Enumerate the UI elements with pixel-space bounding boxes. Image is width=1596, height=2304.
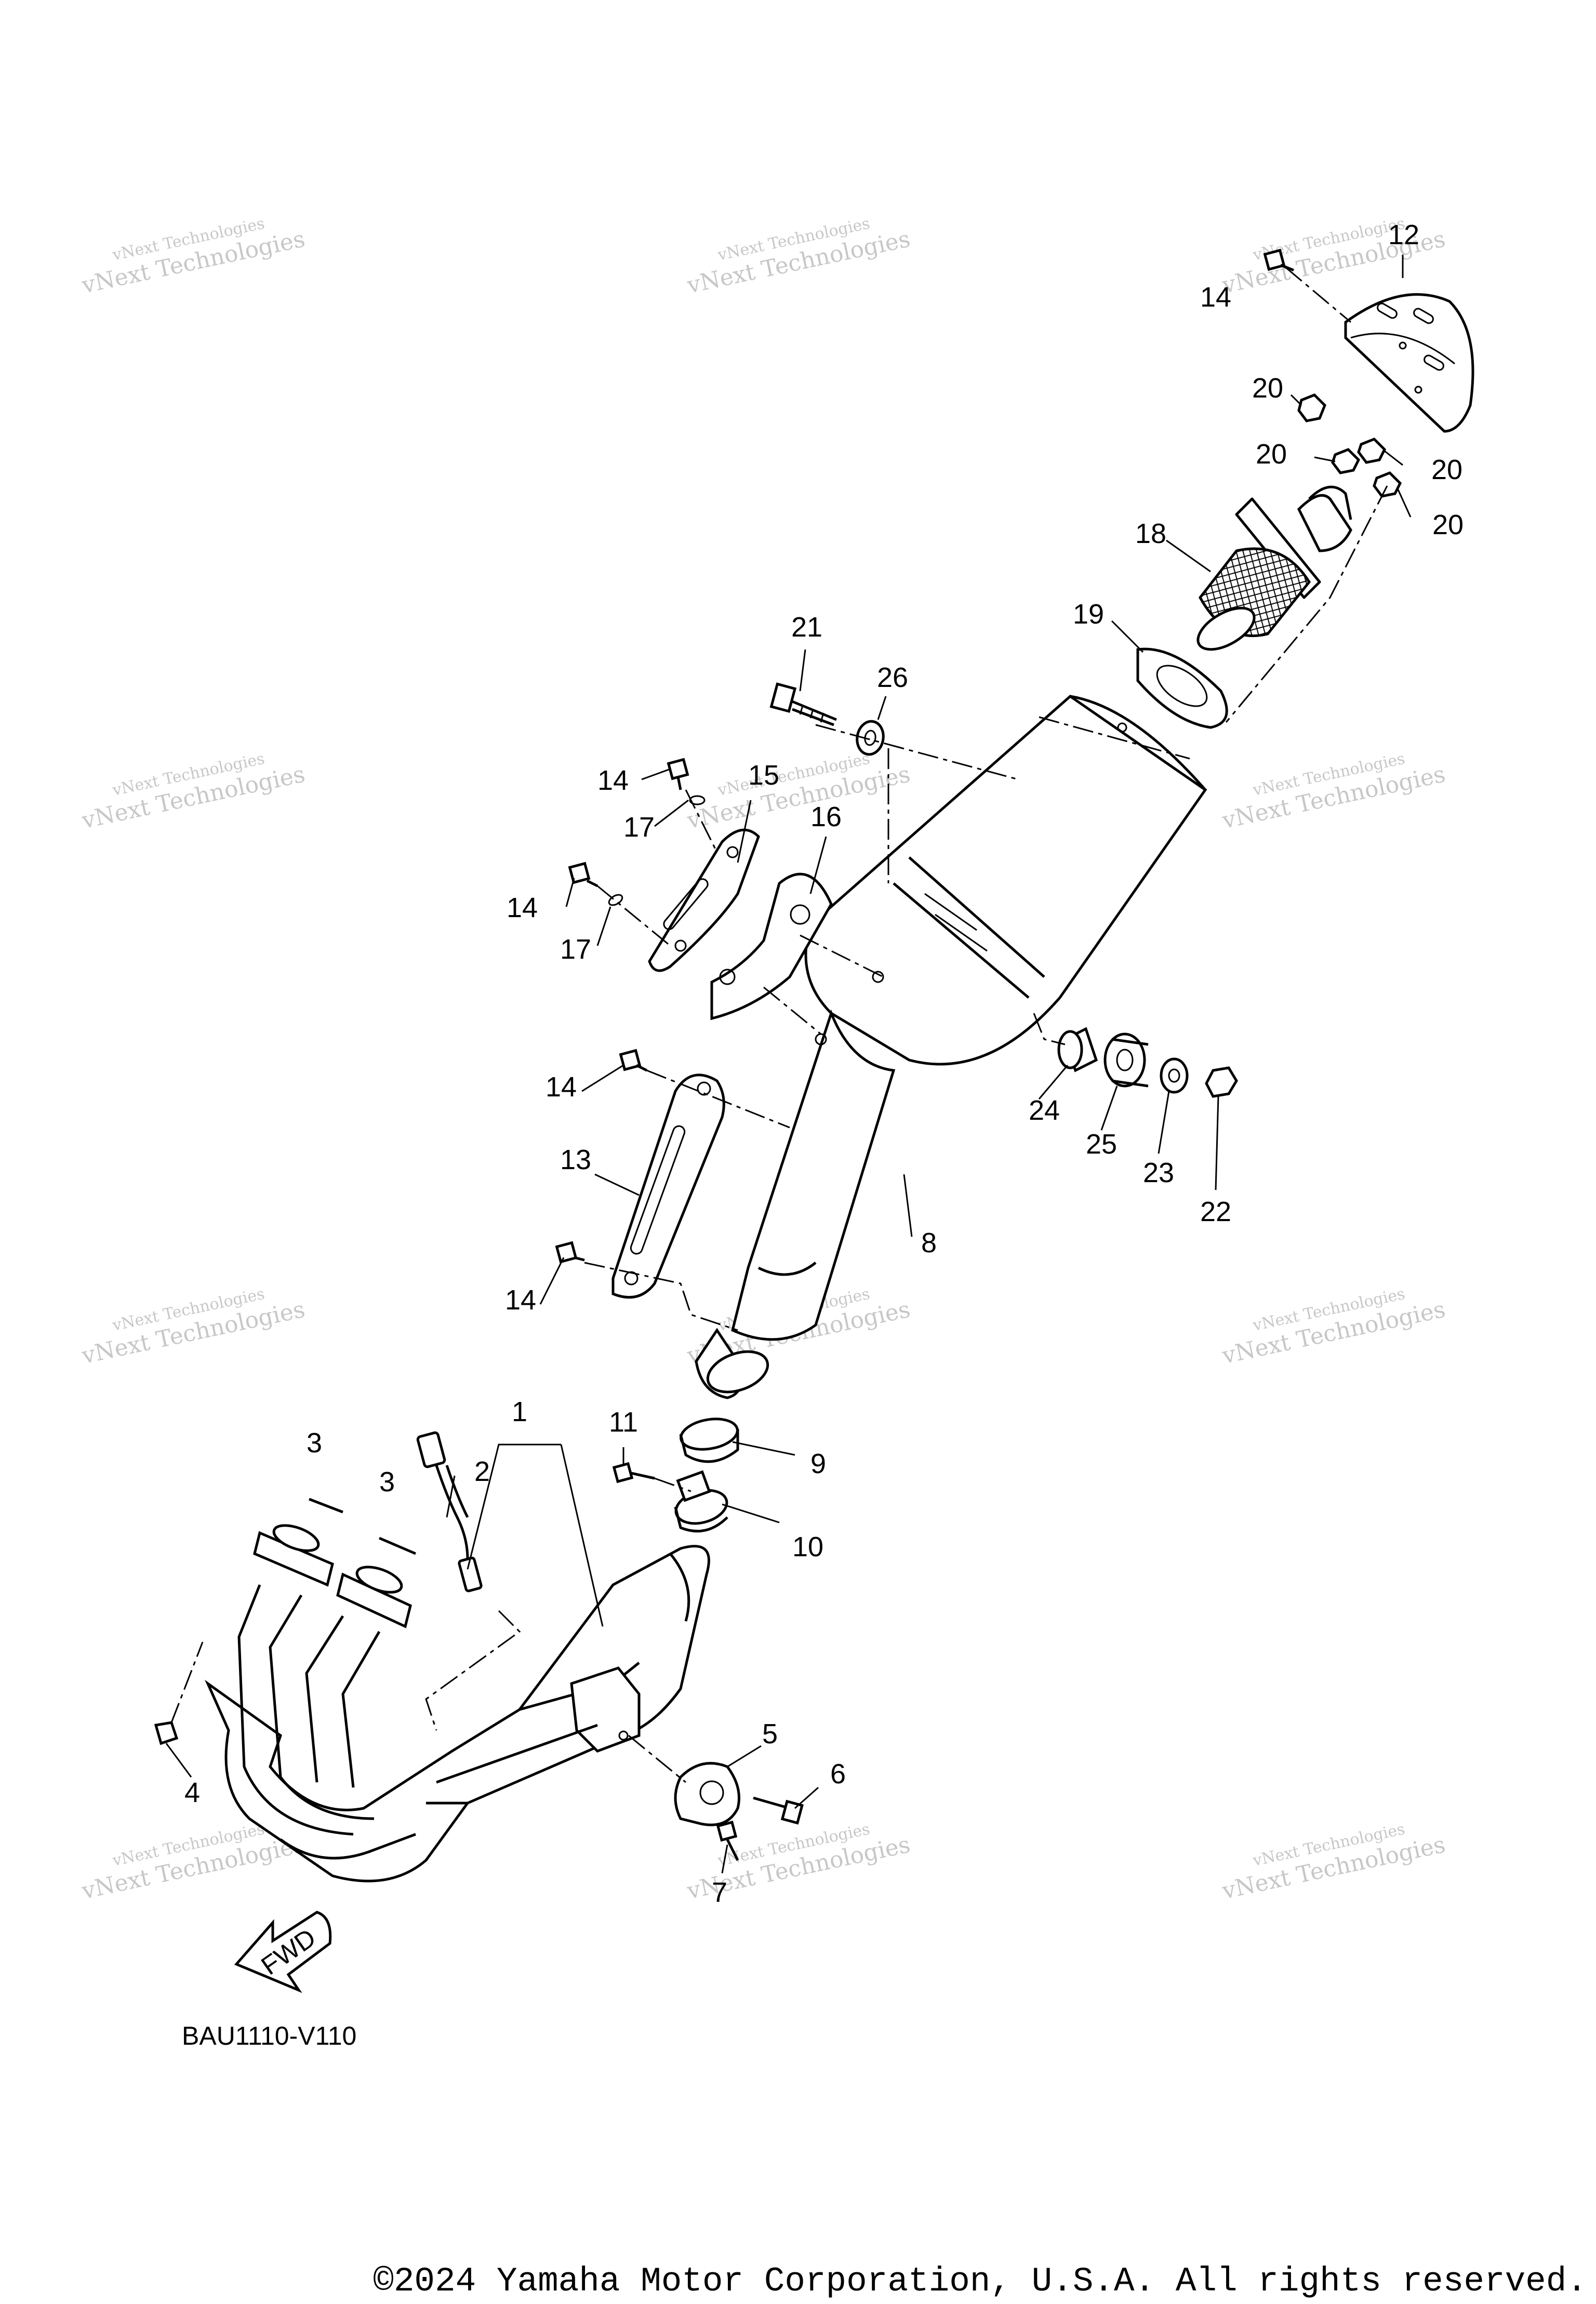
callout-7: 7 — [712, 1877, 727, 1908]
grommet-part-25 — [1103, 1032, 1149, 1088]
callout-22: 22 — [1200, 1196, 1231, 1227]
bolt-part-21 — [769, 682, 837, 726]
callout-18: 18 — [1135, 518, 1166, 549]
callout-5: 5 — [762, 1718, 778, 1750]
watermark: vNext Technologies vNext Technologies — [1219, 1820, 1447, 1905]
callout-12: 12 — [1388, 219, 1419, 250]
callout-1: 1 — [512, 1396, 527, 1427]
washer-part-17-a — [689, 795, 706, 805]
callout-25: 25 — [1086, 1129, 1117, 1160]
callout-21: 21 — [791, 612, 822, 643]
callout-2: 2 — [474, 1456, 490, 1487]
clamp-part-10 — [674, 1470, 728, 1533]
washer-part-17-b — [608, 894, 623, 906]
nut-part-22 — [1205, 1066, 1238, 1098]
callouts: 12 14 20 20 20 20 18 19 21 26 14 15 17 1… — [184, 219, 1464, 1908]
screw-part-14-b — [667, 758, 689, 790]
bolt-part-6 — [753, 1796, 804, 1825]
forward-direction-arrow: FWD — [234, 1911, 332, 1993]
gasket-part-9 — [679, 1418, 739, 1463]
assembly-lines — [170, 267, 1388, 1783]
diagram-code: BAU1110-V110 — [182, 2021, 356, 2050]
callout-16: 16 — [810, 801, 842, 832]
callout-3: 3 — [307, 1427, 322, 1459]
gasket-part-3-a — [309, 1498, 343, 1514]
callout-20: 20 — [1252, 373, 1283, 404]
callout-23: 23 — [1143, 1157, 1174, 1188]
watermark: vNext Technologies vNext Technologies — [1219, 750, 1447, 835]
callout-20: 20 — [1431, 454, 1462, 485]
screw-part-14-d — [619, 1049, 648, 1072]
callout-9: 9 — [810, 1448, 826, 1479]
watermark: vNext Technologies vNext Technologies — [79, 215, 307, 299]
muffler-part-8 — [695, 694, 1207, 1399]
screw-part-14-a — [1263, 248, 1294, 272]
callout-24: 24 — [1029, 1095, 1060, 1126]
callout-17: 17 — [560, 934, 591, 965]
nut-part-4 — [154, 1721, 179, 1745]
copyright-notice: ©2024 Yamaha Motor Corporation, U.S.A. A… — [373, 2262, 1587, 2301]
nut-part-20-c — [1357, 438, 1387, 464]
callout-14: 14 — [507, 892, 538, 923]
bolt-part-7 — [716, 1820, 739, 1861]
collar-part-24 — [1057, 1027, 1098, 1072]
nut-part-20-a — [1297, 393, 1326, 422]
callout-11: 11 — [609, 1407, 638, 1438]
end-cap-part-12 — [1344, 293, 1474, 433]
screw-part-14-e — [555, 1241, 585, 1264]
watermark: vNext Technologies vNext Technologies — [79, 750, 307, 835]
callout-17: 17 — [623, 812, 655, 843]
callout-4: 4 — [184, 1777, 200, 1808]
exhaust-pipe-part-1 — [204, 1524, 710, 1883]
callout-15: 15 — [748, 760, 779, 791]
callout-14: 14 — [505, 1285, 536, 1316]
leader-lines — [165, 255, 1412, 1874]
screw-part-14-c — [568, 862, 598, 888]
watermark: vNext Technologies vNext Technologies — [1219, 1285, 1447, 1370]
bracket-part-16 — [710, 872, 833, 1021]
baffle-part-18 — [1196, 485, 1352, 651]
callout-14: 14 — [546, 1071, 577, 1103]
watermark: vNext Technologies vNext Technologies — [684, 215, 912, 299]
gasket-part-3-b — [379, 1537, 416, 1555]
callout-10: 10 — [792, 1531, 823, 1563]
callout-6: 6 — [830, 1758, 846, 1790]
callout-20: 20 — [1432, 509, 1464, 540]
bracket-part-5 — [674, 1762, 740, 1826]
callout-3: 3 — [379, 1466, 395, 1498]
callout-14: 14 — [597, 765, 629, 796]
bolt-part-11 — [612, 1462, 655, 1484]
gasket-part-19 — [1136, 647, 1228, 729]
watermark: vNext Technologies vNext Technologies — [684, 750, 912, 835]
heat-shield-part-15 — [648, 828, 760, 972]
callout-8: 8 — [921, 1227, 937, 1259]
callout-20: 20 — [1256, 439, 1287, 470]
watermarks: vNext Technologies vNext Technologies vN… — [79, 215, 1447, 1905]
o2-sensor-part-2 — [416, 1431, 483, 1593]
callout-19: 19 — [1073, 599, 1104, 630]
washer-part-23 — [1160, 1057, 1189, 1094]
watermark: vNext Technologies vNext Technologies — [79, 1285, 307, 1370]
callout-26: 26 — [877, 662, 908, 693]
heat-shield-part-13 — [611, 1074, 725, 1299]
callout-14: 14 — [1200, 282, 1231, 313]
nut-part-20-b — [1331, 448, 1361, 474]
callout-13: 13 — [560, 1144, 591, 1175]
nut-part-20-d — [1373, 471, 1402, 498]
